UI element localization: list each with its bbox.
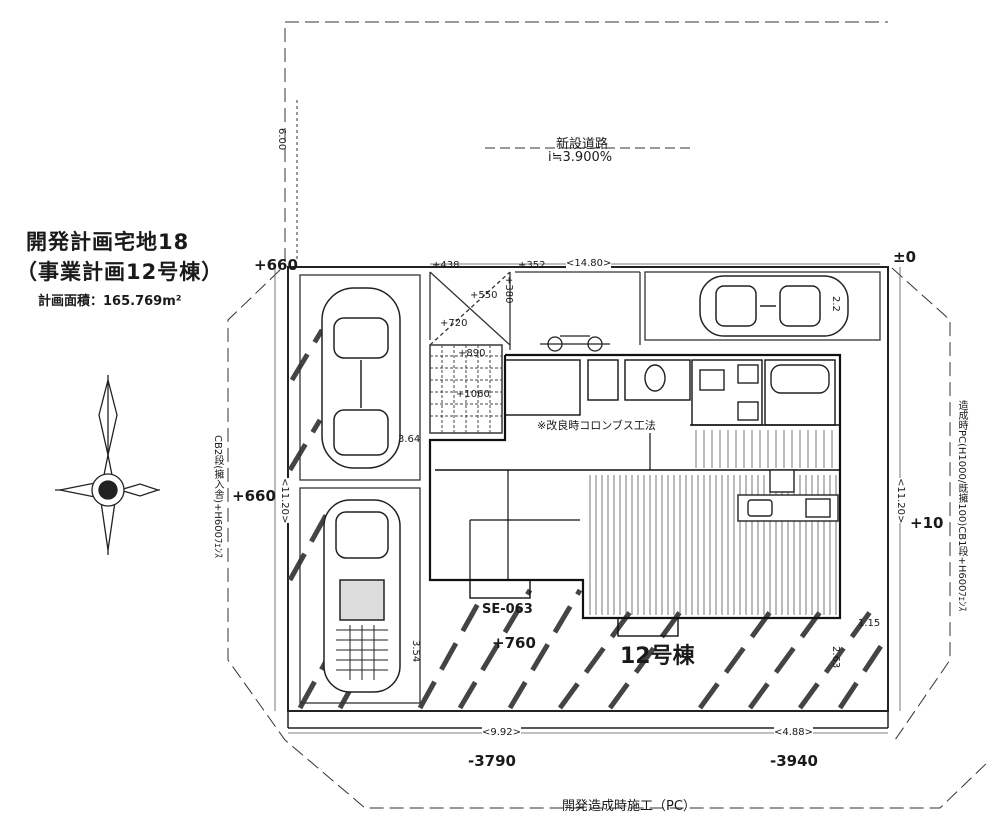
step-level: +380 — [503, 276, 514, 304]
exterior-stairs — [429, 344, 503, 434]
dim-22: 2.2 — [830, 296, 841, 312]
step-level: +1060 — [456, 389, 490, 400]
plan-area: 計画面積：165.769m² — [38, 294, 182, 309]
dim-left: <11.20> — [279, 478, 290, 524]
dim-bottom-left: <9.92> — [482, 727, 522, 738]
improvement-note: ※改良時コロンブス工法 — [537, 417, 656, 433]
level-top-left: +660 — [254, 256, 298, 274]
dim-top: <14.80> — [566, 258, 612, 269]
washer-icon — [699, 369, 725, 391]
ldk-floor — [589, 430, 837, 615]
right-fence-note: 造成時PC(H1000/既擁100)CB1段+H600ﾌｪﾝｽ — [956, 400, 967, 612]
compass-icon — [55, 375, 161, 555]
dim-right: <11.20> — [895, 478, 906, 524]
bathtub-icon — [770, 364, 830, 394]
dim-115: 1.15 — [858, 618, 881, 629]
sink-icon — [747, 499, 773, 517]
development-boundary — [227, 269, 991, 809]
step-level: +550 — [470, 290, 498, 301]
car-top-right — [699, 275, 849, 337]
car-top-left — [321, 287, 401, 469]
plan-title: 開発計画宅地18 — [26, 230, 190, 254]
level-left-mid: +660 — [232, 487, 276, 505]
fridge-icon — [769, 469, 795, 493]
step-level: +890 — [458, 348, 486, 359]
step-level: +438 — [432, 260, 460, 271]
bicycle-icon — [540, 335, 610, 352]
level-right-mid: +10 — [910, 514, 944, 532]
parking-bay-1 — [299, 274, 421, 481]
toilet-icon — [644, 364, 666, 392]
plan-subtitle: （事業計画12号棟） — [16, 260, 224, 284]
house-plan — [428, 353, 842, 637]
road-name: 新設道路 — [556, 137, 609, 152]
dim-263: 2.63 — [830, 646, 841, 669]
level-bottom-center: +760 — [492, 634, 536, 652]
level-bottom-right: -3940 — [770, 752, 818, 770]
car-bottom-left — [323, 499, 401, 693]
development-boundary-right — [891, 267, 951, 741]
left-fence-note: CB2段(擁入舎)+H600ﾌｪﾝｽ — [212, 435, 223, 558]
step-level: +352 — [518, 260, 546, 271]
level-bottom-left: -3790 — [468, 752, 516, 770]
stove-icon — [805, 498, 831, 518]
level-top-right: ±0 — [893, 248, 917, 266]
road-slope: i≒3.900% — [548, 150, 613, 165]
parking-bay-2 — [299, 487, 421, 704]
road-width: 6.00 — [276, 128, 287, 151]
vanity-icon — [737, 401, 759, 421]
dim-364: 3.64 — [398, 434, 421, 445]
step-level: +720 — [440, 318, 468, 329]
dim-bottom-right: <4.88> — [774, 727, 814, 738]
bottom-note: 開発造成時施工（PC） — [562, 799, 696, 814]
unit-code: SE-063 — [482, 602, 533, 617]
parking-bay-3 — [644, 271, 881, 341]
road-boundary — [284, 21, 888, 262]
dim-354: 3.54 — [410, 640, 421, 663]
house-number: 12号棟 — [620, 644, 695, 669]
